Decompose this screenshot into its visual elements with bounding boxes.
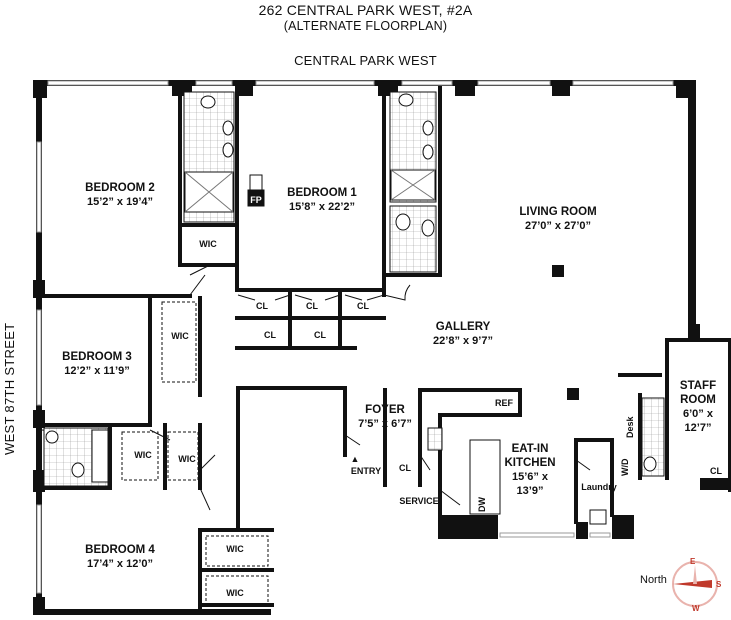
room-dimensions: 12’2” x 11’9” — [64, 365, 130, 377]
label-wic: WIC — [178, 454, 196, 464]
fixtures — [45, 93, 657, 525]
plan-title: 262 CENTRAL PARK WEST, #2A — [258, 2, 473, 18]
label-closet: CL — [710, 466, 722, 476]
compass-icon — [672, 561, 718, 607]
label-wic: WIC — [171, 331, 189, 341]
room-bedroom-3: BEDROOM 3 12’2” x 11’9” — [62, 350, 132, 378]
label-fireplace: FP — [250, 195, 262, 205]
interior-walls — [40, 86, 731, 612]
room-name: BEDROOM 2 — [85, 182, 155, 194]
room-dimensions: 17’4” x 12’0” — [86, 558, 154, 570]
label-wic: WIC — [134, 450, 152, 460]
windows — [36, 80, 674, 594]
room-dimensions: 7’5” x 6’7” — [358, 418, 412, 430]
label-laundry: Laundry — [581, 482, 617, 492]
room-staff-room: STAFF ROOM 6’0” x 12’7” — [680, 379, 716, 435]
exterior-walls — [33, 80, 730, 615]
room-gallery: GALLERY 22’8” x 9’7” — [433, 320, 493, 348]
room-bedroom-1: BEDROOM 1 15’8” x 22’2” — [287, 186, 357, 214]
room-dimensions-2: 13’9” — [516, 485, 544, 497]
room-living-room: LIVING ROOM 27’0” x 27’0” — [519, 205, 596, 233]
room-dimensions-2: 12’7” — [684, 422, 712, 434]
label-closet: CL — [264, 330, 276, 340]
room-name: GALLERY — [435, 321, 491, 333]
label-closet: CL — [357, 301, 369, 311]
room-name: BEDROOM 1 — [287, 187, 357, 199]
room-foyer: FOYER 7’5” x 6’7” — [358, 403, 412, 431]
entry-arrow-icon: ▲ — [350, 454, 360, 464]
room-bedroom-2: BEDROOM 2 15’2” x 19’4” — [85, 181, 155, 209]
label-closet: CL — [399, 463, 411, 473]
door-swings — [41, 264, 656, 511]
label-wic: WIC — [226, 544, 244, 554]
compass-west: W — [692, 604, 700, 613]
room-name-2: ROOM — [680, 394, 716, 406]
room-name: FOYER — [365, 404, 405, 416]
label-refrigerator: REF — [495, 398, 513, 408]
label-wic: WIC — [226, 588, 244, 598]
label-desk: Desk — [625, 416, 635, 438]
label-washer-dryer: W/D — [620, 458, 630, 477]
room-dimensions: 15’8” x 22’2” — [288, 201, 356, 213]
room-dimensions: 15’2” x 19’4” — [86, 196, 154, 208]
room-name: LIVING ROOM — [519, 206, 597, 218]
room-name: EAT-IN — [511, 443, 549, 455]
plan-subtitle: (ALTERNATE FLOORPLAN) — [283, 19, 448, 33]
room-name: BEDROOM 4 — [85, 544, 155, 556]
label-wic: WIC — [199, 239, 217, 249]
room-dimensions: 27’0” x 27’0” — [524, 220, 592, 232]
compass-south: S — [716, 580, 722, 589]
room-dimensions: 6’0” x — [683, 408, 713, 420]
closet-rods — [121, 301, 269, 605]
label-closet: CL — [306, 301, 318, 311]
street-label-top: CENTRAL PARK WEST — [294, 53, 437, 68]
room-dimensions: 15’6” x — [511, 471, 549, 483]
room-name: STAFF — [679, 380, 717, 392]
room-dimensions: 22’8” x 9’7” — [433, 335, 493, 347]
label-closet: CL — [314, 330, 326, 340]
label-closet: CL — [256, 301, 268, 311]
compass-east: E — [690, 557, 696, 566]
room-eat-in-kitchen: EAT-IN KITCHEN 15’6” x 13’9” — [504, 442, 555, 498]
room-name-2: KITCHEN — [504, 457, 556, 469]
room-bedroom-4: BEDROOM 4 17’4” x 12’0” — [85, 543, 155, 571]
label-dishwasher: DW — [477, 497, 487, 512]
label-service: SERVICE — [399, 496, 439, 506]
label-entry: ENTRY — [350, 466, 382, 476]
north-label: North — [640, 574, 667, 586]
room-name: BEDROOM 3 — [62, 351, 132, 363]
